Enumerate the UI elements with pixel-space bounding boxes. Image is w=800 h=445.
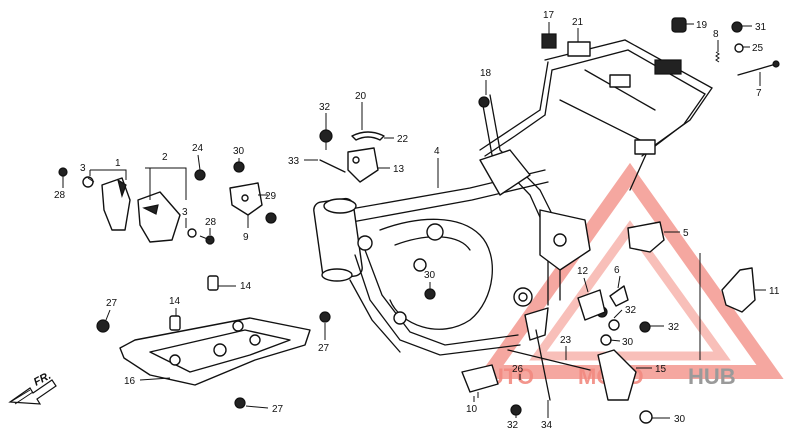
callout-3: 3: [80, 163, 86, 174]
callout-18: 18: [480, 68, 492, 79]
callout-31: 31: [755, 22, 767, 33]
bracket-17: [541, 33, 557, 49]
bolt-34: [535, 329, 551, 401]
callout-27: 27: [106, 298, 118, 309]
side-cover-1: [101, 177, 131, 231]
callout-26: 26: [512, 364, 524, 375]
callout-11: 11: [769, 286, 780, 297]
collar-14-lower: [169, 315, 181, 331]
callout-30: 30: [622, 337, 634, 348]
callout-33: 33: [288, 156, 300, 167]
callout-32: 32: [668, 322, 680, 333]
callout-30: 30: [233, 146, 245, 157]
callout-15: 15: [655, 364, 667, 375]
callout-34: 34: [541, 420, 553, 431]
callout-5: 5: [683, 228, 689, 239]
side-cover-2: [137, 191, 181, 243]
bracket-5: [627, 221, 665, 253]
callout-27: 27: [272, 404, 284, 415]
callout-labels: 1 2 3 3 4 5 6 7 8 9 10 11 12 13 14 14 15…: [54, 10, 780, 431]
callout-29: 29: [265, 191, 277, 202]
callout-8: 8: [713, 29, 719, 40]
callout-4: 4: [434, 146, 440, 157]
callout-7: 7: [756, 88, 762, 99]
bracket-9: [229, 182, 263, 216]
callout-32: 32: [625, 305, 637, 316]
bracket-12: [577, 289, 606, 321]
callout-30: 30: [424, 270, 436, 281]
collar-14-top: [207, 275, 219, 291]
guard-11: [699, 253, 756, 360]
long-bolt-23: [507, 349, 591, 371]
watermark-text-hub: HUB: [688, 364, 736, 389]
callout-2: 2: [162, 152, 168, 163]
callout-22: 22: [397, 134, 409, 145]
callout-20: 20: [355, 91, 367, 102]
arrow-left-down-icon: [8, 379, 57, 405]
rod-7: [737, 60, 780, 76]
callout-14: 14: [169, 296, 181, 307]
lower-bracket-10: [461, 364, 499, 398]
spring-8: [715, 51, 720, 63]
callout-27: 27: [318, 343, 330, 354]
callout-14: 14: [240, 281, 252, 292]
callout-6: 6: [614, 265, 620, 276]
callout-25: 25: [752, 43, 764, 54]
callout-16: 16: [124, 376, 136, 387]
bracket-15: [597, 349, 637, 401]
callout-19: 19: [696, 20, 708, 31]
direction-marker: FR.: [8, 370, 57, 405]
callout-21: 21: [572, 17, 584, 28]
callout-32: 32: [319, 102, 331, 113]
callout-1: 1: [115, 158, 121, 169]
callout-28: 28: [205, 217, 217, 228]
leader-lines: [87, 22, 766, 419]
callout-32: 32: [507, 420, 519, 431]
callout-28: 28: [54, 190, 66, 201]
callout-3: 3: [182, 207, 188, 218]
clip-22: [351, 131, 385, 141]
callout-13: 13: [393, 164, 405, 175]
callout-10: 10: [466, 404, 478, 415]
watermark-triangle-inner: [529, 220, 731, 361]
callout-12: 12: [577, 266, 589, 277]
callout-9: 9: [243, 232, 249, 243]
label-plate-21: [567, 41, 591, 57]
bracket-13: [319, 147, 379, 183]
callout-23: 23: [560, 335, 572, 346]
cap-19: [671, 17, 687, 33]
callout-17: 17: [543, 10, 555, 21]
skid-plate-16: [119, 317, 311, 386]
callout-24: 24: [192, 143, 204, 154]
clamp-6: [609, 285, 629, 307]
main-frame: [313, 39, 713, 356]
callout-30: 30: [674, 414, 686, 425]
